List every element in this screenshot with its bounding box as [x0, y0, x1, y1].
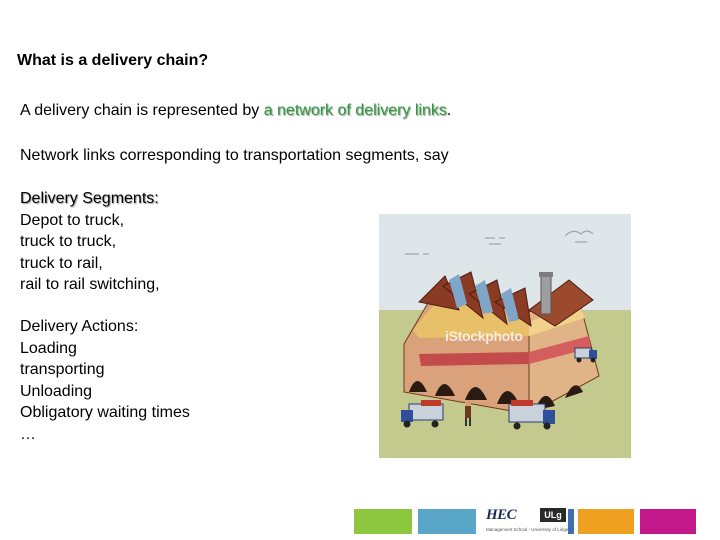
factory-illustration: iStockphoto — [379, 214, 631, 458]
hec-logo: HEC ULg Management School - University o… — [484, 506, 568, 536]
footer-bar-teal — [418, 509, 476, 534]
footer-bar-orange — [578, 509, 634, 534]
intro-text: A delivery chain is represented by — [20, 102, 264, 119]
actions-heading: Delivery Actions: — [20, 318, 139, 335]
segment-item: truck to rail, — [20, 254, 103, 272]
network-highlight: a network of delivery links — [263, 102, 447, 119]
action-item: … — [20, 425, 36, 443]
factory-icon — [403, 271, 600, 415]
action-item: Unloading — [20, 382, 93, 400]
logo-subtitle: Management School - University of Liège — [486, 527, 569, 532]
segment-item: truck to truck, — [20, 233, 117, 250]
action-item: Obligatory waiting times — [20, 404, 190, 421]
logo-badge: ULg — [540, 508, 566, 522]
action-item: Loading — [20, 339, 77, 357]
intro-paragraph: A delivery chain is represented by a net… — [20, 100, 451, 122]
network-sentence: Network links corresponding to transport… — [20, 147, 449, 164]
worker-icon — [465, 400, 471, 426]
segment-item: rail to rail switching, — [20, 276, 160, 293]
delivery-truck-icon — [574, 347, 597, 363]
segments-heading: Delivery Segments: — [20, 190, 159, 207]
footer-bar-green — [354, 509, 412, 534]
intro-period: . — [446, 102, 452, 119]
delivery-segments-block: Delivery Segments: Depot to truck, truck… — [20, 188, 160, 296]
logo-text: HEC — [486, 507, 517, 523]
footer-bar-magenta — [640, 509, 696, 534]
delivery-truck-icon — [508, 400, 555, 430]
action-item: transporting — [20, 361, 105, 378]
slide-title: What is a delivery chain? — [17, 52, 209, 69]
delivery-truck-icon — [401, 400, 444, 428]
segment-item: Depot to truck, — [20, 211, 125, 229]
delivery-actions-block: Delivery Actions: Loading transporting U… — [20, 316, 190, 445]
watermark-text: iStockphoto — [445, 328, 523, 344]
footer-color-bars — [0, 508, 720, 535]
